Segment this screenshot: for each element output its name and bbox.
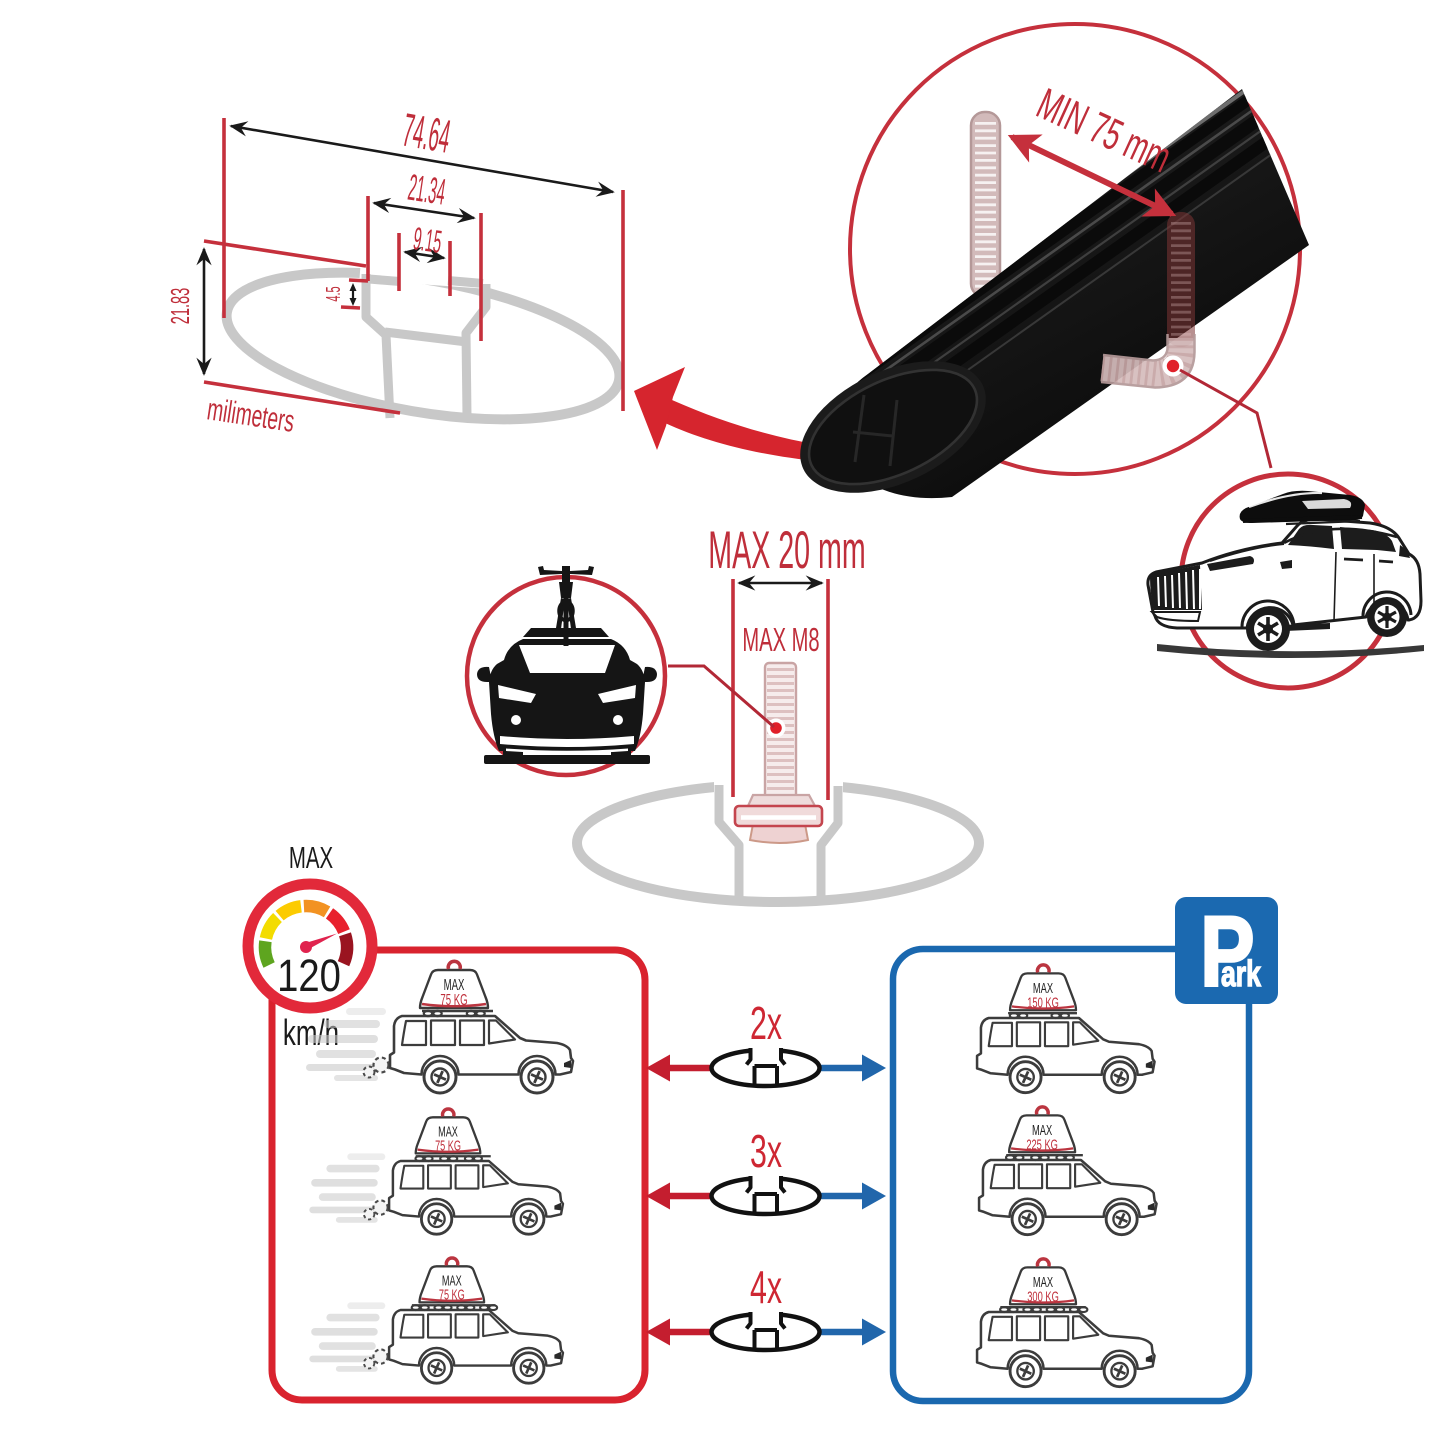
- svg-text:75 KG: 75 KG: [439, 1286, 465, 1303]
- svg-text:3x: 3x: [750, 1127, 782, 1178]
- svg-text:2x: 2x: [750, 999, 782, 1050]
- svg-text:km/h: km/h: [283, 1013, 339, 1053]
- svg-text:75 KG: 75 KG: [435, 1137, 461, 1154]
- svg-text:MIN 75 mm: MIN 75 mm: [1030, 79, 1179, 182]
- svg-text:120: 120: [277, 950, 341, 1001]
- svg-text:150 KG: 150 KG: [1027, 994, 1059, 1011]
- svg-text:MAX: MAX: [438, 1123, 458, 1140]
- svg-text:milimeters: milimeters: [205, 393, 297, 439]
- svg-text:MAX 20 mm: MAX 20 mm: [708, 521, 865, 581]
- svg-text:MAX: MAX: [442, 1272, 462, 1289]
- svg-text:75 KG: 75 KG: [440, 991, 467, 1009]
- svg-text:P: P: [1200, 896, 1255, 1008]
- svg-text:21.83: 21.83: [167, 288, 195, 324]
- svg-text:300 KG: 300 KG: [1027, 1288, 1059, 1305]
- svg-text:74.64: 74.64: [399, 104, 454, 164]
- svg-text:ark: ark: [1221, 953, 1261, 994]
- svg-text:225 KG: 225 KG: [1026, 1136, 1058, 1153]
- svg-text:MAX: MAX: [289, 840, 333, 875]
- svg-text:MAX: MAX: [1033, 980, 1054, 997]
- svg-text:4x: 4x: [750, 1263, 782, 1314]
- svg-text:MAX: MAX: [1032, 1122, 1053, 1139]
- svg-text:21.34: 21.34: [406, 165, 449, 212]
- svg-text:4.5: 4.5: [323, 286, 345, 301]
- svg-text:MAX M8: MAX M8: [742, 621, 819, 658]
- svg-text:9.15: 9.15: [411, 222, 444, 260]
- svg-text:MAX: MAX: [444, 976, 465, 994]
- svg-text:MAX: MAX: [1033, 1274, 1054, 1291]
